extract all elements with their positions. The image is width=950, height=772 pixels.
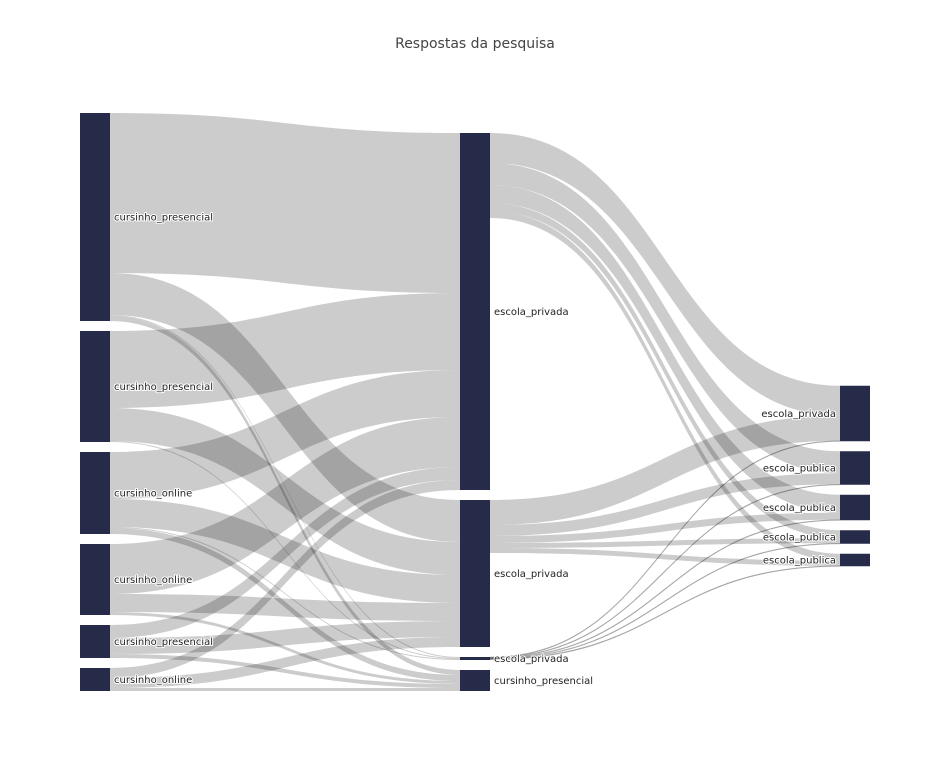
node-label: cursinho_presencial [114, 213, 213, 224]
node-label: escola_publica [763, 503, 836, 514]
sankey-link[interactable] [110, 315, 460, 658]
sankey-link[interactable] [490, 203, 840, 539]
node-label: cursinho_presencial [114, 382, 213, 393]
sankey-link[interactable] [489, 565, 841, 660]
sankey-link[interactable] [490, 415, 840, 525]
sankey-node[interactable] [840, 494, 870, 521]
node-label: escola_privada [494, 654, 569, 665]
sankey-link[interactable] [489, 483, 841, 659]
node-label: cursinho_online [114, 675, 192, 686]
chart-title: Respostas da pesquisa [395, 36, 555, 52]
sankey-node[interactable] [460, 657, 490, 660]
node-label: escola_privada [494, 569, 569, 580]
nodes-layer [80, 113, 870, 691]
sankey-link[interactable] [110, 417, 460, 594]
sankey-node[interactable] [80, 625, 110, 658]
sankey-node[interactable] [80, 452, 110, 534]
node-label: cursinho_online [114, 575, 192, 586]
node-label: escola_privada [761, 409, 836, 420]
sankey-link[interactable] [110, 408, 460, 575]
sankey-link[interactable] [110, 594, 460, 621]
sankey-node[interactable] [80, 331, 110, 442]
sankey-link[interactable] [490, 538, 840, 548]
sankey-link[interactable] [110, 467, 460, 638]
sankey-node[interactable] [840, 530, 870, 544]
sankey-node[interactable] [840, 451, 870, 485]
sankey-link[interactable] [490, 473, 840, 536]
node-label: cursinho_online [114, 489, 192, 500]
sankey-node[interactable] [460, 500, 490, 647]
sankey-link[interactable] [489, 542, 841, 660]
sankey-link[interactable] [110, 316, 460, 675]
sankey-link[interactable] [110, 113, 460, 293]
sankey-link[interactable] [490, 163, 840, 474]
sankey-link[interactable] [110, 637, 460, 688]
sankey-node[interactable] [460, 133, 490, 490]
sankey-link[interactable] [110, 293, 460, 408]
sankey-node[interactable] [840, 385, 870, 442]
sankey-link[interactable] [490, 133, 840, 416]
links-layer [110, 113, 841, 691]
sankey-link[interactable] [110, 499, 460, 603]
node-label: escola_publica [763, 464, 836, 475]
sankey-node[interactable] [460, 670, 490, 691]
sankey-link[interactable] [110, 441, 460, 659]
sankey-link[interactable] [110, 370, 460, 499]
sankey-node[interactable] [80, 113, 110, 321]
sankey-link[interactable] [490, 548, 840, 566]
sankey-link[interactable] [110, 480, 460, 678]
sankey-link[interactable] [489, 519, 841, 659]
sankey-link[interactable] [490, 185, 840, 513]
sankey-link[interactable] [110, 612, 460, 684]
sankey-link[interactable] [110, 273, 460, 542]
sankey-node[interactable] [840, 553, 870, 567]
sankey-link[interactable] [110, 621, 460, 654]
node-label: escola_privada [494, 307, 569, 318]
sankey-node[interactable] [80, 544, 110, 615]
node-label: escola_publica [763, 556, 836, 567]
sankey-link[interactable] [490, 211, 840, 561]
sankey-link[interactable] [110, 527, 460, 660]
node-label: cursinho_presencial [114, 637, 213, 648]
sankey-link[interactable] [489, 440, 841, 658]
sankey-link[interactable] [490, 512, 840, 543]
sankey-link[interactable] [110, 528, 460, 681]
sankey-link[interactable] [110, 688, 460, 691]
node-label: cursinho_presencial [494, 676, 593, 687]
sankey-link[interactable] [110, 654, 460, 688]
sankey-node[interactable] [80, 668, 110, 691]
node-label: escola_publica [763, 533, 836, 544]
labels-layer: cursinho_presencialcursinho_presencialcu… [113, 212, 837, 689]
